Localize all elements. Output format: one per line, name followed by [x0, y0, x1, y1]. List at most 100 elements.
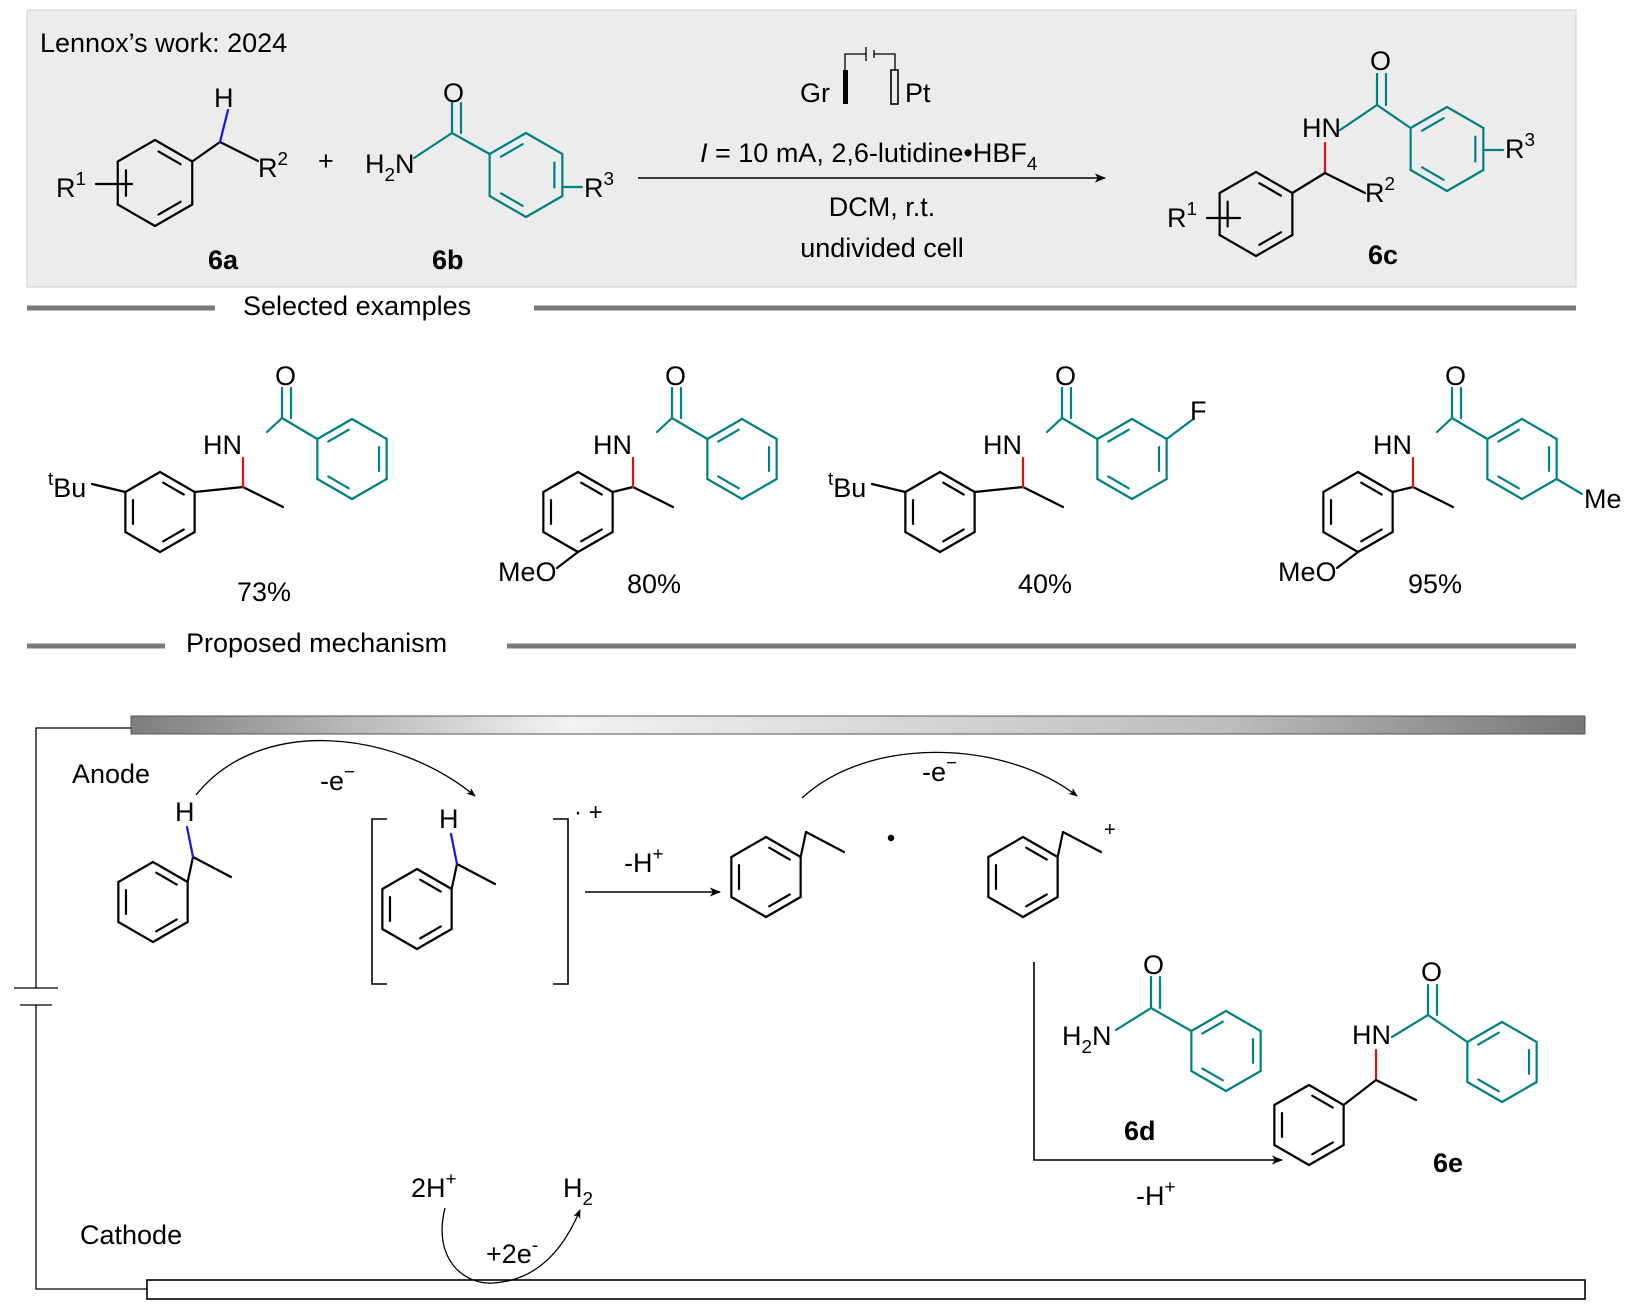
bond-240	[1190, 1069, 1228, 1093]
bond-10	[218, 140, 260, 163]
mechanism-heading: Proposed mechanism	[186, 628, 447, 658]
bond-231	[987, 835, 1025, 859]
atom-label-28: O	[443, 78, 464, 108]
bond-233	[1025, 893, 1048, 908]
reduction-arc	[441, 1207, 581, 1284]
compound-label-6d: 6d	[1124, 1116, 1156, 1146]
bond-95	[576, 470, 614, 494]
bond-87	[316, 417, 354, 441]
bond-259	[1477, 1078, 1500, 1093]
atom-label-61: R1	[1167, 199, 1197, 233]
bond-135	[1021, 485, 1065, 509]
bond-199	[191, 855, 233, 879]
atom-label-47: HN	[1302, 113, 1341, 143]
bond-125	[938, 470, 976, 494]
bond-226	[1021, 835, 1059, 859]
bond-41	[1420, 117, 1445, 132]
bond-200	[185, 825, 195, 859]
anode-electrode	[130, 715, 1586, 735]
bond-65	[158, 470, 196, 494]
bond-24	[499, 143, 524, 158]
bond-229	[987, 895, 1025, 919]
bond-58	[1258, 231, 1283, 246]
electrode-icon	[843, 47, 899, 105]
bond-134	[973, 485, 1025, 494]
bond-82	[350, 417, 388, 441]
bond-151	[1060, 416, 1099, 441]
bond-257	[1466, 1020, 1504, 1044]
bond-16	[524, 131, 564, 156]
bond-184	[1335, 550, 1360, 570]
bond-196	[155, 918, 178, 933]
bond-261	[1426, 1013, 1469, 1044]
bond-122	[555, 550, 580, 570]
bond-7	[157, 200, 182, 216]
bond-84	[350, 477, 388, 501]
atom-label-155: F	[1190, 396, 1207, 426]
bond-252	[1500, 1020, 1538, 1044]
bond-108	[655, 416, 674, 434]
bond-49	[1323, 171, 1367, 195]
product-6e: OHN	[1273, 957, 1538, 1167]
bond-181	[1497, 475, 1520, 490]
bond-198	[186, 855, 195, 884]
bond-19	[488, 194, 528, 219]
atom-label-156: 40%	[1018, 569, 1072, 599]
bond-6	[157, 150, 182, 166]
benzylic-cation	[987, 830, 1103, 919]
atom-label-13: R1	[56, 169, 86, 203]
bond-239	[1224, 1069, 1262, 1093]
compound-label-6c: 6c	[1368, 240, 1398, 270]
bond-192	[117, 920, 155, 944]
radical-dot	[887, 834, 895, 842]
bond-177	[1486, 477, 1524, 501]
atom-label-187: Me	[1584, 484, 1622, 514]
bond-3	[116, 203, 157, 228]
bond-5	[116, 138, 157, 163]
bond-255	[1466, 1080, 1504, 1104]
reaction-equation: Gr Pt I = 10 mA, 2,6-lutidine•HBF4 DCM, …	[208, 47, 1398, 275]
bond-100	[542, 470, 580, 494]
bond-56	[1218, 170, 1258, 195]
bond-46	[1338, 103, 1379, 132]
bond-213	[449, 832, 459, 866]
bond-115	[706, 477, 744, 501]
atom-label-201: H	[175, 797, 195, 827]
oxidation-arc-2	[801, 751, 1078, 799]
atom-label-30: H2N	[365, 149, 415, 186]
bond-221	[768, 846, 791, 861]
bond-128	[904, 530, 942, 554]
bond-208	[419, 878, 442, 893]
bond-29	[412, 131, 454, 160]
atom-label-93: tBu	[48, 469, 86, 503]
bond-11	[218, 108, 230, 144]
bond-40	[1420, 166, 1445, 181]
atom-label-111: O	[665, 361, 686, 391]
bond-236	[1061, 830, 1103, 854]
minus-h-2: -H+	[1136, 1177, 1176, 1211]
bond-254	[1500, 1080, 1538, 1104]
bond-154	[1165, 418, 1194, 441]
bond-120	[717, 428, 740, 443]
bond-205	[381, 927, 419, 951]
bond-101	[580, 481, 603, 496]
bond-217	[764, 895, 802, 919]
bond-189	[151, 860, 189, 884]
bond-220	[730, 835, 768, 859]
radical-cation: H	[381, 804, 497, 951]
bond-176	[1520, 477, 1558, 501]
plus-2e-label: +2e-	[486, 1235, 538, 1269]
bond-204	[415, 927, 453, 951]
atom-label-107: HN	[593, 430, 632, 460]
bond-149	[1107, 475, 1130, 490]
plus-sign: +	[318, 146, 334, 176]
bond-209	[419, 925, 442, 940]
bond-70	[124, 470, 162, 494]
compound-label-6e: 6e	[1433, 1148, 1463, 1178]
atom-label-169: HN	[1373, 430, 1412, 460]
bond-90	[327, 428, 350, 443]
benzylic-radical	[730, 830, 846, 919]
atom-label-266: HN	[1352, 1020, 1391, 1050]
